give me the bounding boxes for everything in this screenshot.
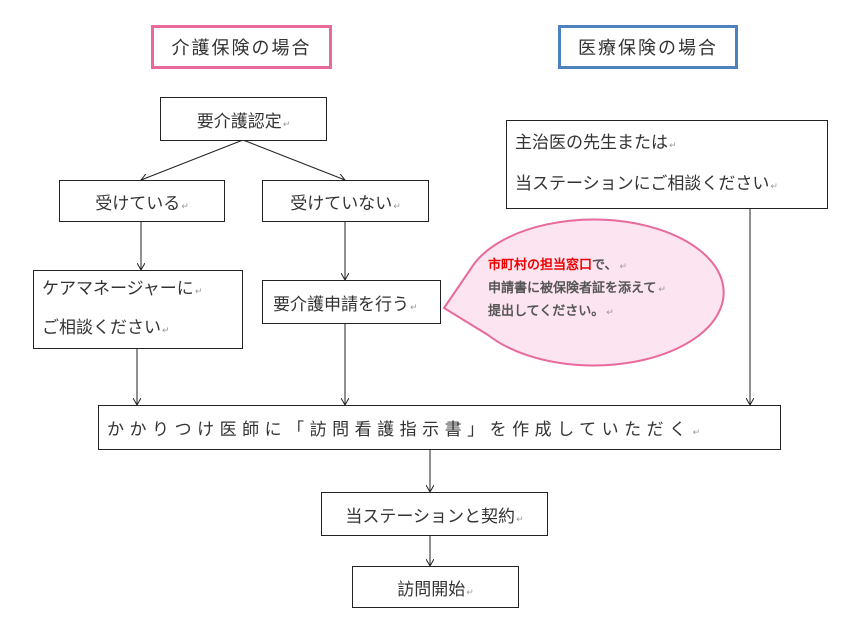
node-label: 当ステーションと契約 — [345, 502, 523, 527]
node-certification: 要介護認定 — [160, 97, 327, 141]
node-instruction: かかりつけ医師に「訪問看護指示書」を作成していただく — [98, 405, 781, 450]
node-doctor: 主治医の先生または当ステーションにご相談ください — [506, 120, 828, 209]
node-care-manager: ケアマネージャーにご相談ください — [33, 270, 243, 349]
arrow-to-received — [141, 139, 244, 180]
node-apply: 要介護申請を行う — [262, 280, 441, 324]
node-label: かかりつけ医師に「訪問看護指示書」を作成していただく — [107, 415, 780, 440]
node-contract: 当ステーションと契約 — [321, 492, 548, 536]
bubble-line3: 提出してください。 — [488, 304, 614, 319]
arrow-to-not-received — [242, 139, 345, 180]
node-label: 受けていない — [290, 189, 401, 214]
bubble-text: 市町村の担当窓口で、 申請書に被保険者証を添えて 提出してください。 — [488, 255, 666, 324]
node-not-received: 受けていない — [262, 180, 429, 222]
bubble-line2: 申請書に被保険者証を添えて — [488, 281, 666, 296]
node-label: 訪問開始 — [397, 575, 474, 600]
node-label: 主治医の先生または — [515, 124, 827, 165]
speech-bubble — [442, 218, 725, 367]
header-medical-insurance: 医療保険の場合 — [558, 25, 738, 69]
node-label: 受けている — [95, 189, 189, 214]
node-label: ご相談ください — [42, 310, 242, 349]
node-start: 訪問開始 — [352, 566, 519, 608]
node-label: 要介護認定 — [197, 107, 291, 132]
node-label: 当ステーションにご相談ください — [515, 165, 827, 206]
node-label: 要介護申請を行う — [273, 290, 440, 315]
node-received: 受けている — [59, 180, 225, 222]
header-care-label: 介護保険の場合 — [171, 38, 312, 59]
header-medical-label: 医療保険の場合 — [578, 38, 718, 59]
header-care-insurance: 介護保険の場合 — [151, 25, 332, 69]
node-label: ケアマネージャーに — [42, 271, 242, 310]
bubble-highlight: 市町村の担当窓口 — [488, 258, 593, 273]
bubble-line1: で、 — [592, 258, 627, 273]
